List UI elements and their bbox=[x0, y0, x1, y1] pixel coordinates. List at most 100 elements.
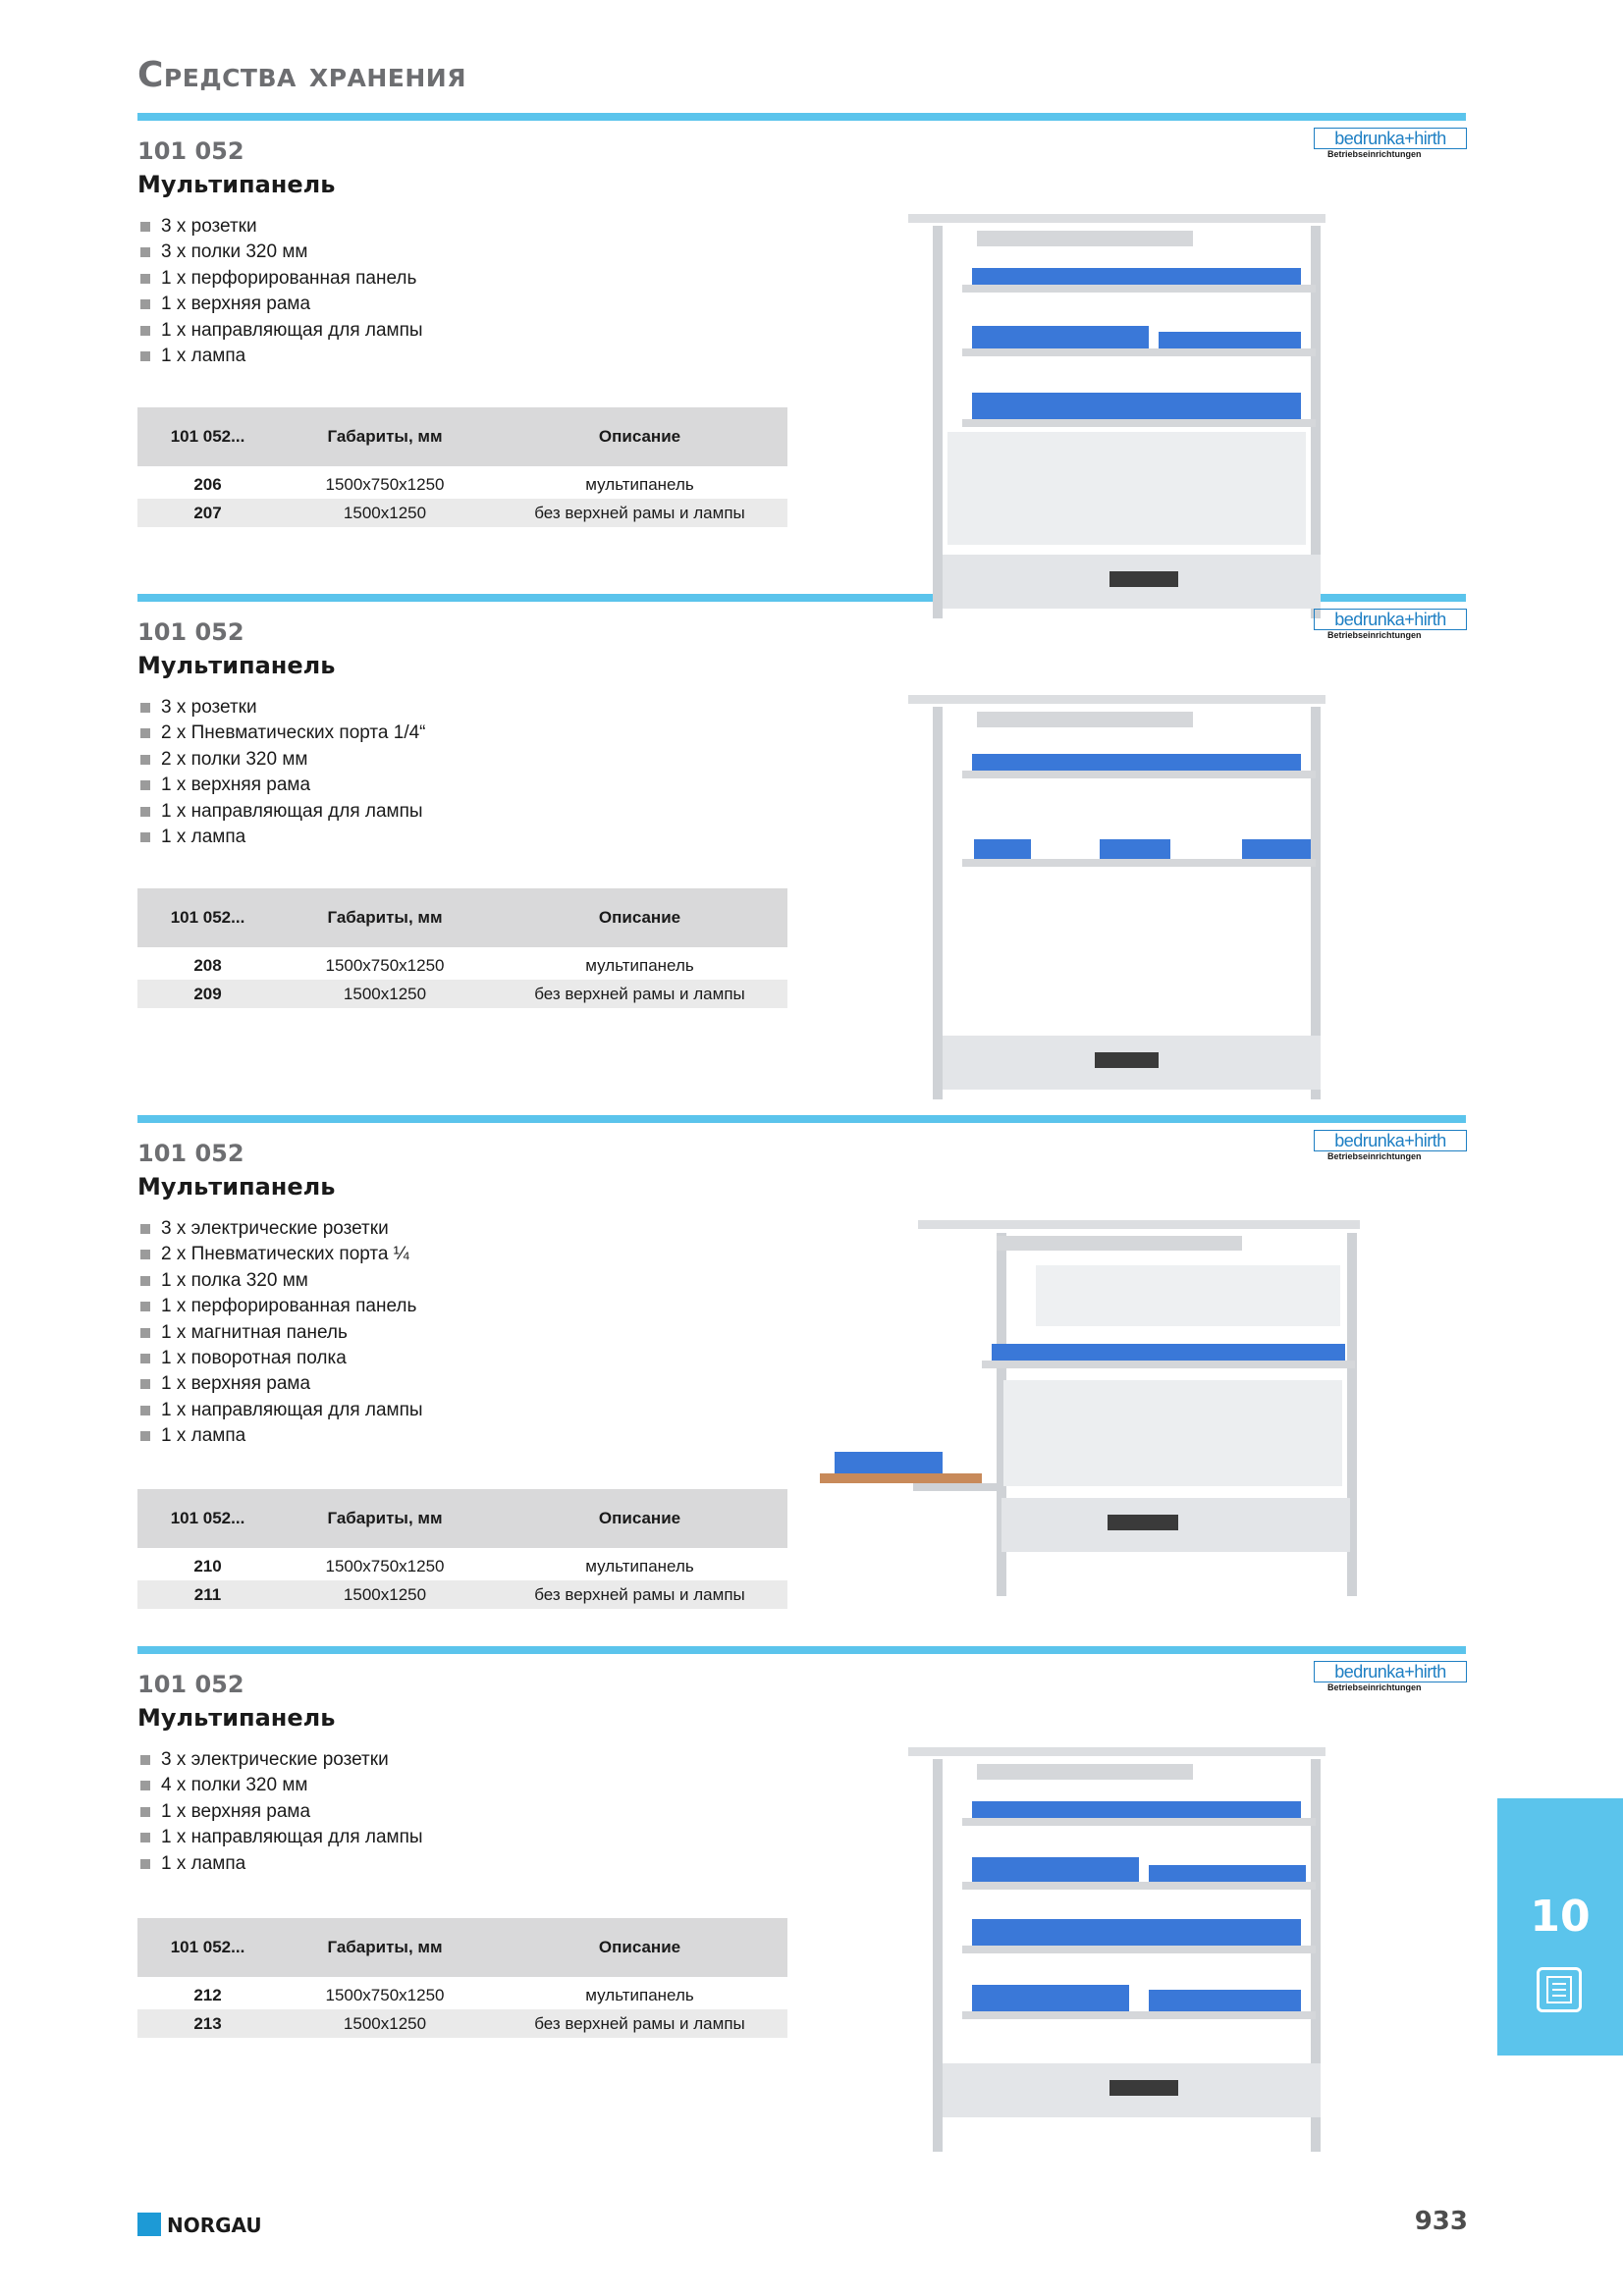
feature-list: 3 x электрические розетки 2 x Пневматиче… bbox=[137, 1216, 423, 1450]
article-cell: 209 bbox=[137, 980, 278, 1008]
feature-item: 4 x полки 320 мм bbox=[137, 1773, 423, 1798]
article-cell: 207 bbox=[137, 499, 278, 527]
table-row: 206 1500x750x1250 мультипанель bbox=[137, 468, 787, 499]
feature-list: 3 x розетки 2 x Пневматических порта 1/4… bbox=[137, 695, 426, 850]
table-header-article: 101 052... bbox=[137, 888, 278, 951]
table-header-size: Габариты, мм bbox=[278, 888, 492, 951]
description-cell: без верхней рамы и лампы bbox=[492, 499, 787, 527]
feature-item: 3 x розетки bbox=[137, 214, 423, 240]
table-row: 211 1500x1250 без верхней рамы и лампы bbox=[137, 1580, 787, 1609]
description-cell: без верхней рамы и лампы bbox=[492, 1580, 787, 1609]
article-cell: 210 bbox=[193, 1556, 222, 1575]
section-rule bbox=[137, 1115, 1466, 1123]
table-header-description: Описание bbox=[492, 1489, 787, 1552]
cabinet-icon bbox=[1537, 1967, 1582, 2012]
feature-item: 1 x лампа bbox=[137, 1423, 423, 1449]
size-cell: 1500x750x1250 bbox=[325, 474, 445, 494]
spec-table: 101 052... Габариты, мм Описание 212 150… bbox=[137, 1918, 787, 2038]
feature-item: 2 x Пневматических порта ¼ bbox=[137, 1242, 423, 1267]
chapter-tab[interactable]: 10 bbox=[1497, 1798, 1623, 2056]
description-cell: мультипанель bbox=[585, 1985, 694, 2004]
description-cell: без верхней рамы и лампы bbox=[492, 980, 787, 1008]
article-cell: 211 bbox=[137, 1580, 278, 1609]
chapter-number: 10 bbox=[1530, 1892, 1591, 1942]
table-row: 210 1500x750x1250 мультипанель bbox=[137, 1550, 787, 1580]
description-cell: мультипанель bbox=[585, 955, 694, 975]
feature-item: 1 x лампа bbox=[137, 825, 426, 850]
table-row: 213 1500x1250 без верхней рамы и лампы bbox=[137, 2009, 787, 2038]
article-cell: 213 bbox=[137, 2009, 278, 2038]
feature-item: 1 x верхняя рама bbox=[137, 1799, 423, 1825]
section-rule bbox=[137, 113, 1466, 121]
size-cell: 1500x750x1250 bbox=[325, 1556, 445, 1575]
description-cell: мультипанель bbox=[585, 474, 694, 494]
size-cell: 1500x1250 bbox=[278, 2009, 492, 2038]
table-header-article: 101 052... bbox=[137, 1489, 278, 1552]
product-name: Мультипанель bbox=[137, 171, 336, 198]
feature-item: 1 x направляющая для лампы bbox=[137, 1825, 423, 1850]
page-number: 933 bbox=[1414, 2207, 1468, 2236]
feature-item: 3 x розетки bbox=[137, 695, 426, 721]
table-header-article: 101 052... bbox=[137, 407, 278, 470]
spec-table: 101 052... Габариты, мм Описание 210 150… bbox=[137, 1489, 787, 1609]
feature-item: 1 x верхняя рама bbox=[137, 1371, 423, 1397]
article-cell: 206 bbox=[193, 474, 222, 494]
feature-list: 3 x электрические розетки 4 x полки 320 … bbox=[137, 1747, 423, 1877]
section-rule bbox=[137, 594, 1466, 602]
table-row: 209 1500x1250 без верхней рамы и лампы bbox=[137, 980, 787, 1008]
feature-item: 1 x лампа bbox=[137, 1851, 423, 1877]
table-row: 207 1500x1250 без верхней рамы и лампы bbox=[137, 499, 787, 527]
feature-item: 1 x магнитная панель bbox=[137, 1320, 423, 1346]
feature-item: 1 x направляющая для лампы bbox=[137, 318, 423, 344]
table-header-article: 101 052... bbox=[137, 1918, 278, 1981]
size-cell: 1500x750x1250 bbox=[325, 1985, 445, 2004]
table-header-size: Габариты, мм bbox=[278, 407, 492, 470]
feature-item: 1 x полка 320 мм bbox=[137, 1268, 423, 1294]
feature-list: 3 x розетки 3 x полки 320 мм 1 x перфори… bbox=[137, 214, 423, 369]
size-cell: 1500x1250 bbox=[278, 499, 492, 527]
article-cell: 212 bbox=[193, 1985, 222, 2004]
feature-item: 1 x верхняя рама bbox=[137, 773, 426, 798]
product-image bbox=[820, 1220, 1360, 1596]
product-image bbox=[908, 695, 1325, 1099]
table-header-row: 101 052... Габариты, мм Описание bbox=[137, 1918, 787, 1981]
size-cell: 1500x1250 bbox=[278, 1580, 492, 1609]
table-header-description: Описание bbox=[492, 1918, 787, 1981]
description-cell: мультипанель bbox=[585, 1556, 694, 1575]
table-row: 212 1500x750x1250 мультипанель bbox=[137, 1979, 787, 2009]
feature-item: 1 x перфорированная панель bbox=[137, 1294, 423, 1319]
product-image bbox=[908, 214, 1325, 618]
feature-item: 2 x Пневматических порта 1/4“ bbox=[137, 721, 426, 746]
product-name: Мультипанель bbox=[137, 1173, 336, 1201]
feature-item: 3 x электрические розетки bbox=[137, 1747, 423, 1773]
page-title: Средства хранения bbox=[137, 55, 466, 95]
product-code: 101 052 bbox=[137, 1140, 244, 1167]
table-header-description: Описание bbox=[492, 407, 787, 470]
table-header-size: Габариты, мм bbox=[278, 1489, 492, 1552]
brand-logo: bedrunka+hirth Betriebseinrichtungen bbox=[1314, 1661, 1467, 1694]
table-header-row: 101 052... Габариты, мм Описание bbox=[137, 1489, 787, 1552]
section-rule bbox=[137, 1646, 1466, 1654]
product-code: 101 052 bbox=[137, 1671, 244, 1698]
feature-item: 1 x направляющая для лампы bbox=[137, 799, 426, 825]
table-header-row: 101 052... Габариты, мм Описание bbox=[137, 407, 787, 470]
size-cell: 1500x1250 bbox=[278, 980, 492, 1008]
size-cell: 1500x750x1250 bbox=[325, 955, 445, 975]
brand-logo: bedrunka+hirth Betriebseinrichtungen bbox=[1314, 1130, 1467, 1163]
feature-item: 1 x направляющая для лампы bbox=[137, 1398, 423, 1423]
brand-logo: bedrunka+hirth Betriebseinrichtungen bbox=[1314, 609, 1467, 642]
description-cell: без верхней рамы и лампы bbox=[492, 2009, 787, 2038]
feature-item: 1 x верхняя рама bbox=[137, 292, 423, 317]
table-header-size: Габариты, мм bbox=[278, 1918, 492, 1981]
product-name: Мультипанель bbox=[137, 652, 336, 679]
spec-table: 101 052... Габариты, мм Описание 206 150… bbox=[137, 407, 787, 527]
product-code: 101 052 bbox=[137, 137, 244, 165]
table-row: 208 1500x750x1250 мультипанель bbox=[137, 949, 787, 980]
feature-item: 1 x лампа bbox=[137, 344, 423, 369]
product-code: 101 052 bbox=[137, 618, 244, 646]
table-header-description: Описание bbox=[492, 888, 787, 951]
article-cell: 208 bbox=[193, 955, 222, 975]
product-image bbox=[908, 1747, 1325, 2152]
feature-item: 1 x перфорированная панель bbox=[137, 266, 423, 292]
product-name: Мультипанель bbox=[137, 1704, 336, 1732]
